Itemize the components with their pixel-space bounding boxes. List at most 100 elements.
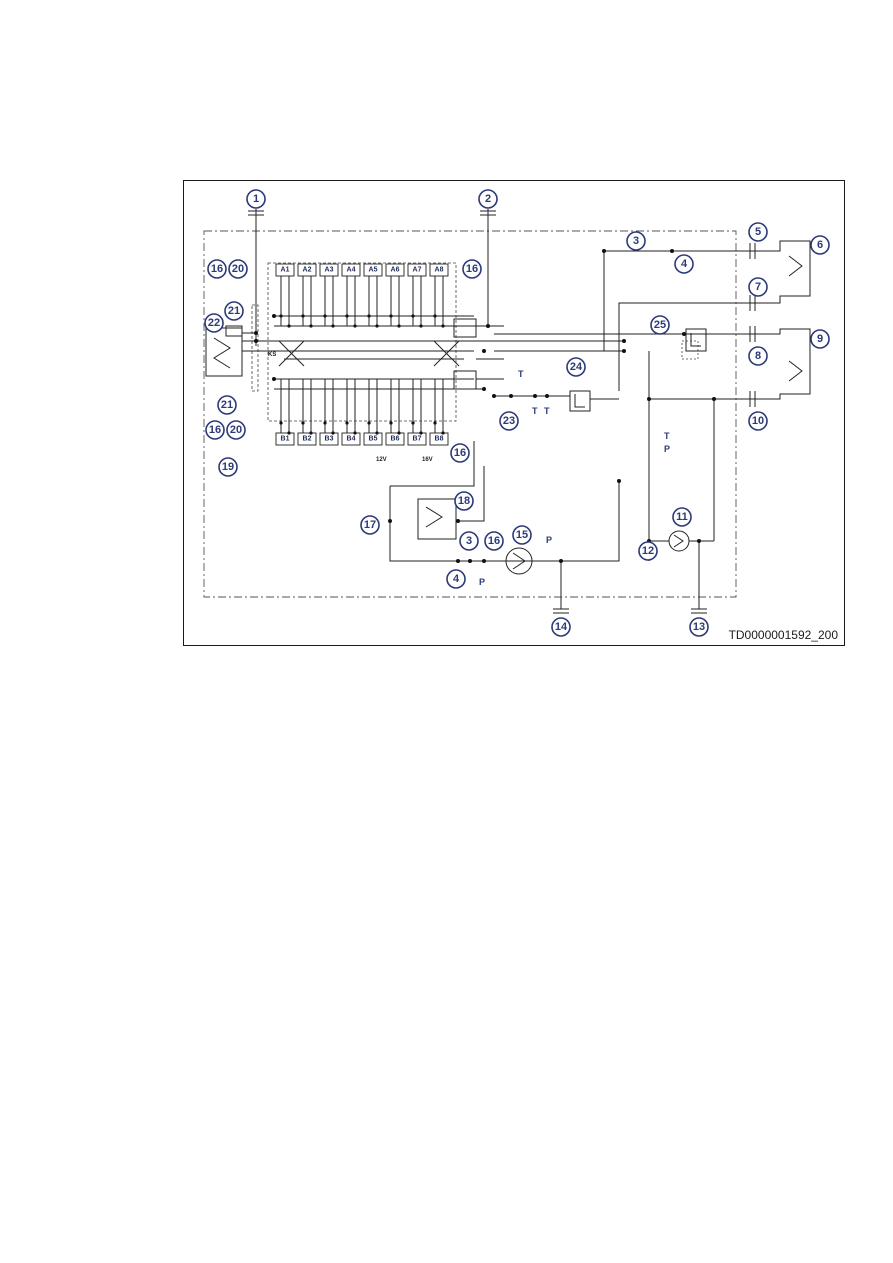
svg-text:16: 16 [209,424,221,436]
svg-text:3: 3 [466,535,472,547]
pump-11 [668,530,690,552]
callout-3: 3 [459,531,479,551]
cylinder-label: A6 [391,267,400,274]
cylinder-label: A7 [413,267,422,274]
svg-text:23: 23 [503,415,515,427]
callout-7: 7 [748,277,768,297]
callout-2: 2 [478,189,498,209]
cylinder-a7: A7 [407,263,427,277]
svg-text:16: 16 [211,263,223,275]
svg-text:18: 18 [458,495,470,507]
cylinder-b3: B3 [319,432,339,446]
cooling-circuit-schematic: A1 A2 A3 A4 A5 A6 A7 A8 B1 B2 B3 B4 B5 B6 B7 B8 [203,189,830,637]
svg-text:20: 20 [232,263,244,275]
cylinder-label: A8 [435,267,444,274]
cylinder-label: B2 [303,436,312,443]
ks-label: KS [268,352,276,358]
cylinder-label: B5 [369,436,378,443]
callout-19: 19 [218,457,238,477]
cylinder-b2: B2 [297,432,317,446]
callout-21: 21 [224,301,244,321]
svg-text:6: 6 [817,239,823,251]
cylinder-a5: A5 [363,263,383,277]
callout-23: 23 [499,411,519,431]
svg-text:1: 1 [253,193,259,205]
svg-text:16: 16 [466,263,478,275]
cylinder-b7: B7 [407,432,427,446]
svg-text:4: 4 [453,573,460,585]
svg-text:17: 17 [364,519,376,531]
t-label-right: T [664,431,670,441]
cylinder-b6: B6 [385,432,405,446]
t-label-23b: T [532,406,538,416]
callout-17: 17 [360,515,380,535]
callout-20: 20 [226,420,246,440]
svg-text:14: 14 [555,621,568,633]
cylinder-a6: A6 [385,263,405,277]
cylinder-label: A3 [325,267,334,274]
svg-text:20: 20 [230,424,242,436]
cylinder-b4: B4 [341,432,361,446]
cylinder-label: B1 [281,436,290,443]
cylinder-label: B7 [413,436,422,443]
svg-text:22: 22 [208,317,220,329]
svg-text:21: 21 [221,399,233,411]
svg-text:7: 7 [755,281,761,293]
svg-text:4: 4 [681,258,688,270]
pump-15 [505,547,533,575]
p-label-left: P [479,577,485,587]
cylinder-b8: B8 [429,432,449,446]
svg-text:21: 21 [228,305,240,317]
callout-22: 22 [204,313,224,333]
callout-25: 25 [650,315,670,335]
svg-text:16: 16 [454,447,466,459]
callout-5: 5 [748,222,768,242]
callout-16: 16 [207,259,227,279]
cylinder-a2: A2 [297,263,317,277]
callout-16: 16 [484,531,504,551]
svg-text:9: 9 [817,333,823,345]
cylinder-label: B8 [435,436,444,443]
oil-cooler-18 [417,498,457,540]
callout-24: 24 [566,357,586,377]
cylinder-a1: A1 [275,263,295,277]
svg-text:25: 25 [654,319,666,331]
svg-text:2: 2 [485,193,491,205]
callout-8: 8 [748,346,768,366]
callout-13: 13 [689,617,709,637]
engine-boundary [203,230,737,598]
callout-20: 20 [228,259,248,279]
callout-16: 16 [462,259,482,279]
callout-6: 6 [810,235,830,255]
callout-3: 3 [626,231,646,251]
callout-9: 9 [810,329,830,349]
cylinder-b5: B5 [363,432,383,446]
cylinder-a3: A3 [319,263,339,277]
cylinder-a4: A4 [341,263,361,277]
callout-1: 1 [246,189,266,209]
svg-text:19: 19 [222,461,234,473]
t-label-23: T [518,369,524,379]
svg-text:12: 12 [642,545,654,557]
cylinder-label: B3 [325,436,334,443]
document-id: TD0000001592_200 [728,628,838,642]
heat-exchanger-22 [205,327,243,377]
svg-text:16: 16 [488,535,500,547]
callout-15: 15 [512,525,532,545]
cylinder-label: A2 [303,267,312,274]
callout-10: 10 [748,411,768,431]
callout-4: 4 [446,569,466,589]
label-12v: 12V [376,457,387,463]
callout-11: 11 [672,507,692,527]
p-label-right: P [664,444,670,454]
cylinder-label: A4 [347,267,356,274]
svg-text:24: 24 [570,361,583,373]
callout-16: 16 [450,443,470,463]
cylinder-b1: B1 [275,432,295,446]
cylinder-label: A1 [281,267,290,274]
svg-text:5: 5 [755,226,761,238]
label-16v: 16V [422,457,433,463]
svg-text:15: 15 [516,529,528,541]
svg-text:3: 3 [633,235,639,247]
cylinder-label: B4 [347,436,356,443]
